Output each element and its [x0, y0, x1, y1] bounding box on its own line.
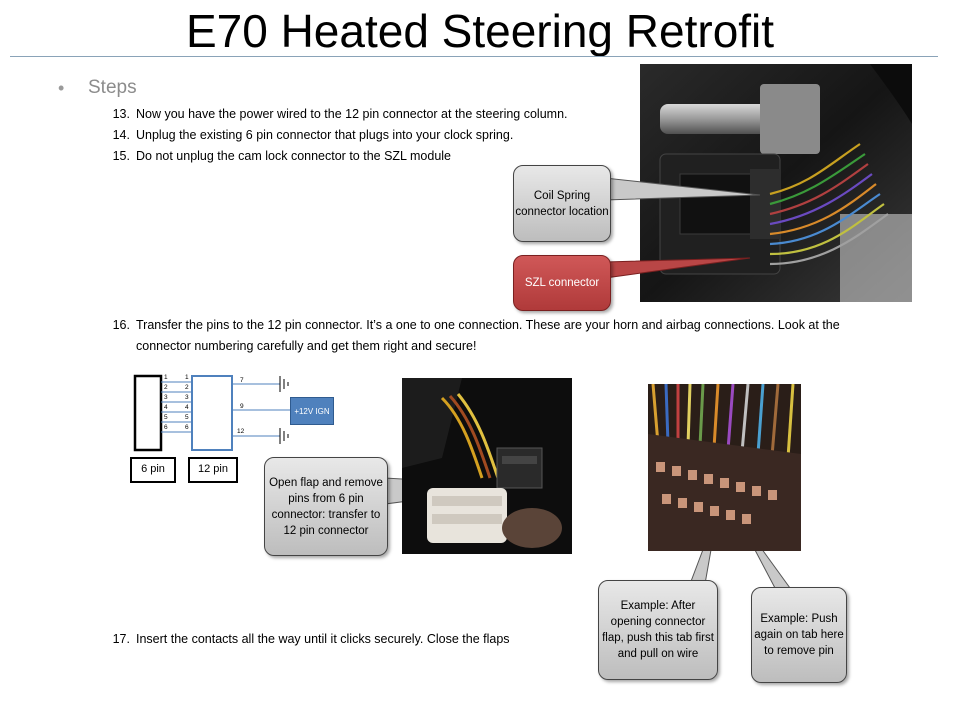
wire-label-12: 12: [237, 428, 245, 435]
six-pin-label: 6 pin: [130, 457, 176, 483]
step-text: Transfer the pins to the 12 pin connecto…: [136, 318, 840, 353]
bullet-heading: Steps: [88, 77, 137, 98]
right-pin-4: 4: [185, 404, 189, 411]
step-number: 14.: [112, 128, 130, 142]
left-pin-5: 5: [164, 414, 168, 421]
connector-flap-photo: [402, 378, 572, 554]
step-text: Now you have the power wired to the 12 p…: [136, 107, 568, 121]
step-number: 16.: [112, 318, 130, 332]
open-flap-callout: Open flap and remove pins from 6 pin con…: [264, 457, 388, 556]
left-pin-2: 2: [164, 384, 168, 391]
right-pin-6: 6: [185, 424, 189, 431]
example-push-callout: Example: Push again on tab here to remov…: [751, 587, 847, 683]
step-15: 15. Do not unplug the cam lock connector…: [104, 146, 904, 167]
pin-wiring-diagram: 1 2 3 4 5 6 1 2 3 4 5 6 7 9 12: [133, 374, 290, 452]
szl-callout: SZL connector: [513, 255, 611, 311]
step-13: 13. Now you have the power wired to the …: [104, 104, 904, 125]
title-rule: [10, 56, 938, 57]
example-tab-callout: Example: After opening connector flap, p…: [598, 580, 718, 680]
right-pin-5: 5: [185, 414, 189, 421]
ground-symbol-icon: [279, 376, 289, 392]
left-pin-6: 6: [164, 424, 168, 431]
left-pin-1: 1: [164, 374, 168, 381]
step-number: 15.: [112, 149, 130, 163]
step-16: 16. Transfer the pins to the 12 pin conn…: [104, 315, 904, 357]
left-pin-3: 3: [164, 394, 168, 401]
right-pin-3: 3: [185, 394, 189, 401]
step-number: 13.: [112, 107, 130, 121]
step-text: Insert the contacts all the way until it…: [136, 632, 510, 646]
wire-label-7: 7: [240, 377, 244, 384]
step-text: Unplug the existing 6 pin connector that…: [136, 128, 514, 142]
slide-title: E70 Heated Steering Retrofit: [185, 5, 775, 57]
right-pin-1: 1: [185, 374, 189, 381]
step-17: 17. Insert the contacts all the way unti…: [104, 629, 584, 650]
bullet-dot-icon: •: [58, 78, 65, 98]
coil-spring-callout: Coil Spring connector location: [513, 165, 611, 242]
step-text: Do not unplug the cam lock connector to …: [136, 149, 451, 163]
ign-power-box: +12V IGN: [290, 397, 334, 425]
twelve-pin-label: 12 pin: [188, 457, 238, 483]
step-14: 14. Unplug the existing 6 pin connector …: [104, 125, 904, 146]
pin-closeup-photo: [648, 384, 801, 551]
right-pin-2: 2: [185, 384, 189, 391]
ground-symbol-icon: [279, 428, 289, 444]
step-number: 17.: [112, 632, 130, 646]
left-pin-4: 4: [164, 404, 168, 411]
wire-label-9: 9: [240, 403, 244, 410]
